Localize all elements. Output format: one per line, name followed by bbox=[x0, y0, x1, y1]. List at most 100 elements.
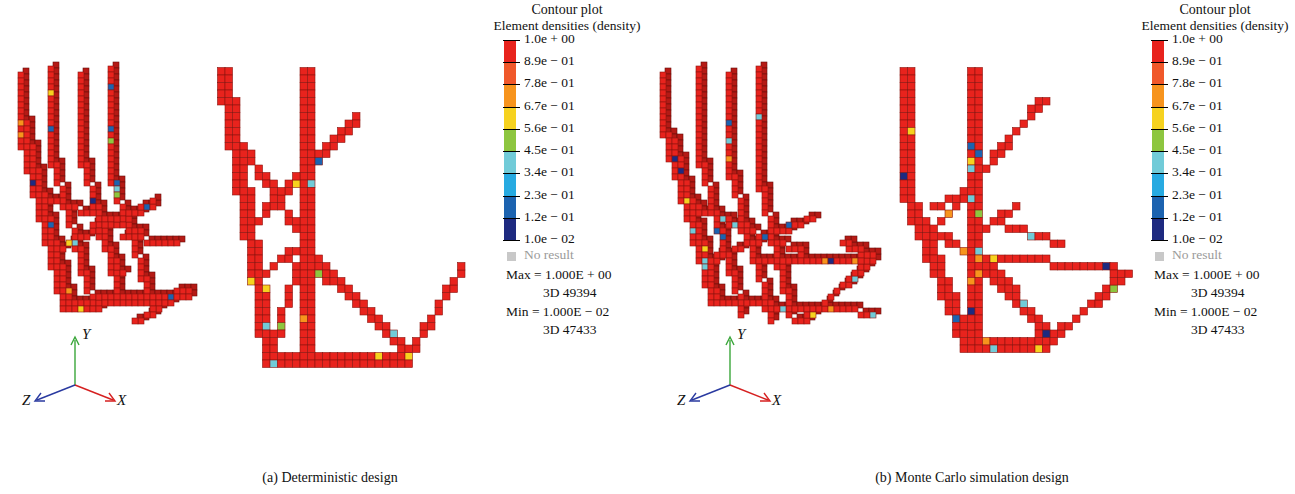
density-element bbox=[822, 306, 828, 312]
density-element bbox=[1005, 293, 1013, 301]
density-element bbox=[308, 158, 316, 166]
density-element bbox=[36, 186, 42, 192]
colorbar-tick bbox=[1151, 173, 1168, 174]
density-element bbox=[248, 255, 256, 263]
density-element bbox=[78, 246, 84, 252]
density-element bbox=[255, 270, 263, 278]
density-element bbox=[114, 192, 120, 198]
density-element bbox=[690, 234, 696, 240]
density-element bbox=[78, 252, 84, 258]
density-element bbox=[702, 246, 708, 252]
density-element bbox=[923, 248, 931, 256]
density-element bbox=[248, 210, 256, 218]
density-element bbox=[870, 252, 876, 258]
density-element bbox=[108, 264, 114, 270]
density-element bbox=[330, 360, 338, 368]
density-element bbox=[828, 294, 834, 300]
density-element bbox=[1005, 345, 1013, 353]
density-element bbox=[66, 294, 72, 300]
colorbar-segment bbox=[1152, 129, 1164, 152]
density-element bbox=[300, 150, 308, 158]
density-element bbox=[323, 278, 331, 286]
density-element bbox=[750, 246, 756, 252]
density-element bbox=[308, 203, 316, 211]
density-element bbox=[1005, 278, 1013, 286]
density-element bbox=[945, 240, 953, 248]
density-element bbox=[858, 258, 864, 264]
density-element bbox=[858, 312, 864, 318]
colorbar-tick bbox=[1151, 84, 1168, 85]
density-element bbox=[780, 288, 786, 294]
density-element bbox=[786, 228, 792, 234]
density-element bbox=[114, 294, 120, 300]
density-element bbox=[255, 173, 263, 181]
colorbar-segment bbox=[1152, 218, 1164, 241]
density-element bbox=[248, 195, 256, 203]
density-element bbox=[84, 288, 90, 294]
density-element bbox=[714, 252, 720, 258]
density-element bbox=[732, 174, 738, 180]
colorbar-value: 4.5e − 01 bbox=[1172, 143, 1223, 158]
density-element bbox=[233, 105, 241, 113]
density-element bbox=[150, 300, 156, 306]
density-element bbox=[968, 143, 976, 151]
density-element bbox=[102, 216, 108, 222]
density-element bbox=[840, 258, 846, 264]
density-element bbox=[48, 228, 54, 234]
density-element bbox=[1103, 263, 1111, 271]
density-element bbox=[945, 195, 953, 203]
density-element bbox=[78, 108, 84, 114]
density-element bbox=[66, 210, 72, 216]
density-element bbox=[60, 294, 66, 300]
colorbar-tick bbox=[503, 151, 520, 152]
density-element bbox=[144, 288, 150, 294]
density-element bbox=[938, 203, 946, 211]
density-element bbox=[858, 252, 864, 258]
density-element bbox=[810, 216, 816, 222]
density-element bbox=[263, 345, 271, 353]
density-element bbox=[786, 300, 792, 306]
density-element bbox=[908, 128, 916, 136]
axis-triad bbox=[35, 337, 770, 401]
density-element bbox=[1050, 338, 1058, 346]
density-element bbox=[24, 156, 30, 162]
density-element bbox=[960, 323, 968, 331]
density-element bbox=[702, 174, 708, 180]
density-element bbox=[48, 96, 54, 102]
density-element bbox=[180, 288, 186, 294]
density-element bbox=[308, 240, 316, 248]
density-element bbox=[968, 263, 976, 271]
density-element bbox=[792, 246, 798, 252]
density-element bbox=[684, 198, 690, 204]
density-element bbox=[120, 222, 126, 228]
density-element bbox=[300, 308, 308, 316]
density-element bbox=[278, 308, 286, 316]
density-element bbox=[756, 162, 762, 168]
density-element bbox=[852, 270, 858, 276]
density-element bbox=[900, 98, 908, 106]
density-element bbox=[218, 90, 226, 98]
density-element bbox=[938, 255, 946, 263]
density-element bbox=[975, 315, 983, 323]
density-element bbox=[233, 143, 241, 151]
density-element bbox=[48, 138, 54, 144]
density-element bbox=[983, 345, 991, 353]
density-element bbox=[998, 278, 1006, 286]
density-element bbox=[54, 168, 60, 174]
density-element bbox=[732, 276, 738, 282]
density-element bbox=[968, 233, 976, 241]
figure-caption: (b) Monte Carlo simulation design bbox=[875, 470, 1069, 485]
density-element bbox=[78, 84, 84, 90]
density-element bbox=[255, 315, 263, 323]
colorbar-tick bbox=[1151, 129, 1168, 130]
density-element bbox=[30, 168, 36, 174]
density-element bbox=[114, 276, 120, 282]
density-element bbox=[702, 252, 708, 258]
density-element bbox=[308, 165, 316, 173]
density-element bbox=[375, 360, 383, 368]
density-element bbox=[60, 198, 66, 204]
density-element bbox=[975, 128, 983, 136]
density-element bbox=[300, 210, 308, 218]
density-element bbox=[48, 264, 54, 270]
density-element bbox=[114, 180, 120, 186]
